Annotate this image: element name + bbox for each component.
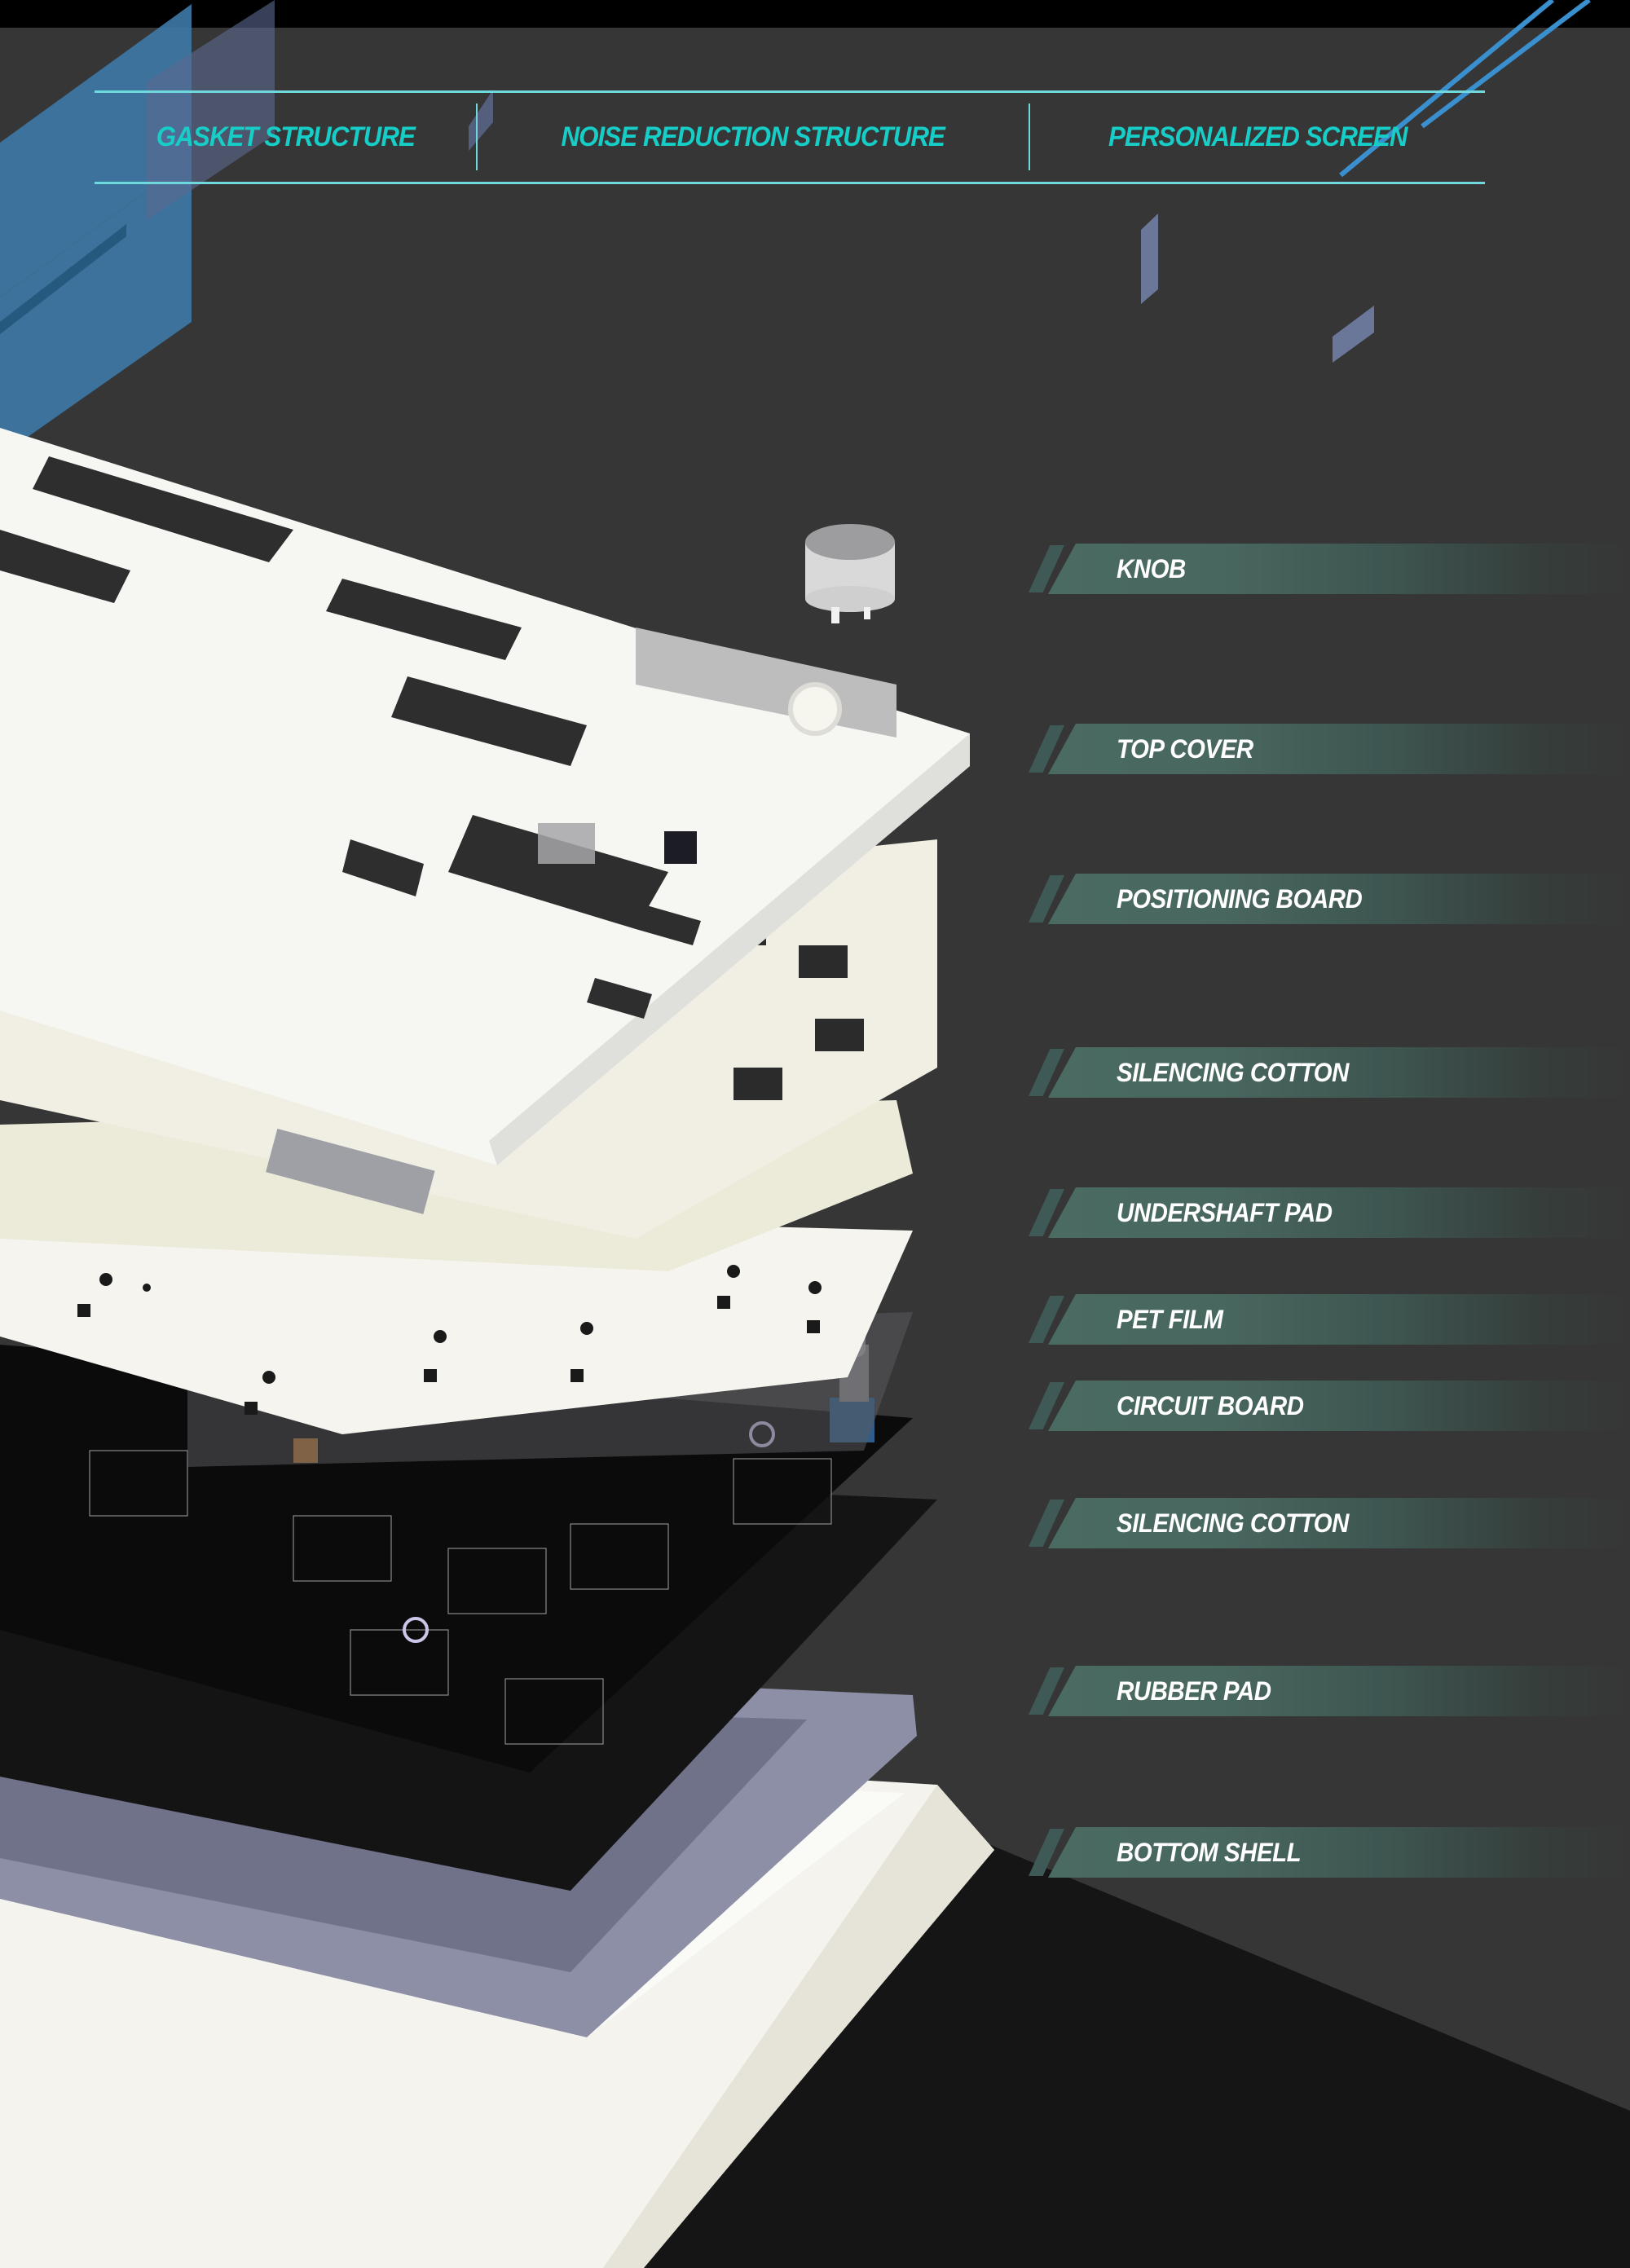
feature-divider (1029, 103, 1030, 170)
part-label-text: POSITIONING BOARD (1117, 884, 1363, 914)
label-band (1048, 1294, 1630, 1345)
part-label-undershaft-pad: UNDERSHAFT PAD (1029, 1187, 1630, 1238)
part-label-rubber-pad: RUBBER PAD (1029, 1666, 1630, 1716)
knob-part (805, 524, 895, 623)
part-label-text: UNDERSHAFT PAD (1117, 1198, 1333, 1227)
feature-header-bar: GASKET STRUCTURE NOISE REDUCTION STRUCTU… (95, 90, 1485, 184)
label-band (1048, 1381, 1630, 1431)
part-label-bottom-shell: BOTTOM SHELL (1029, 1827, 1630, 1878)
feature-label: PERSONALIZED SCREEN (1108, 121, 1408, 152)
part-label-text: SILENCING COTTON (1117, 1058, 1349, 1087)
part-label-pet-film: PET FILM (1029, 1294, 1630, 1345)
part-label-text: SILENCING COTTON (1117, 1508, 1349, 1538)
part-label-text: RUBBER PAD (1117, 1676, 1271, 1706)
part-label-knob: KNOB (1029, 544, 1630, 594)
label-band (1048, 874, 1630, 924)
label-band (1048, 1827, 1630, 1878)
label-band (1048, 1666, 1630, 1716)
part-label-text: TOP COVER (1117, 734, 1253, 764)
feature-noise-reduction: NOISE REDUCTION STRUCTURE (478, 93, 1029, 182)
part-label-text: CIRCUIT BOARD (1117, 1391, 1304, 1420)
part-label-silencing-cotton-top: SILENCING COTTON (1029, 1047, 1630, 1098)
feature-gasket-structure: GASKET STRUCTURE (95, 93, 476, 182)
part-label-positioning-board: POSITIONING BOARD (1029, 874, 1630, 924)
label-band (1048, 1047, 1630, 1098)
label-band (1048, 544, 1630, 594)
feature-label: GASKET STRUCTURE (156, 121, 415, 152)
label-band (1048, 1498, 1630, 1548)
part-label-text: BOTTOM SHELL (1117, 1838, 1302, 1867)
part-label-silencing-cotton-bottom: SILENCING COTTON (1029, 1498, 1630, 1548)
label-band (1048, 1187, 1630, 1238)
part-label-circuit-board: CIRCUIT BOARD (1029, 1381, 1630, 1431)
top-cover-layer (0, 428, 970, 1165)
part-label-top-cover: TOP COVER (1029, 724, 1630, 774)
feature-divider (476, 103, 478, 170)
part-label-text: KNOB (1117, 554, 1186, 584)
feature-label: NOISE REDUCTION STRUCTURE (561, 121, 945, 152)
label-band (1048, 724, 1630, 774)
feature-personalized-screen: PERSONALIZED SCREEN (1030, 93, 1485, 182)
part-label-text: PET FILM (1117, 1305, 1223, 1334)
